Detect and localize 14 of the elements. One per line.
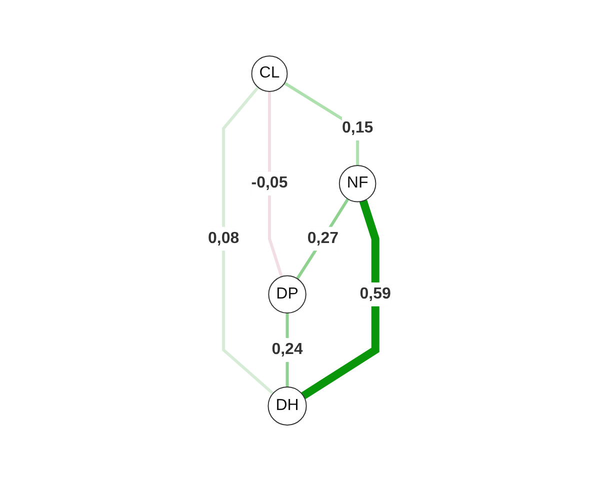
- edge-label: 0,15: [342, 119, 374, 136]
- connector: [296, 198, 350, 280]
- connector: [301, 200, 380, 400]
- node-circle: DH: [268, 386, 307, 426]
- node-circle: DP: [268, 275, 306, 314]
- edge-label: -0,05: [251, 174, 288, 192]
- edge-label: 0,08: [208, 230, 240, 247]
- connector: [222, 86, 274, 395]
- edge-label: 0,59: [360, 285, 391, 302]
- node-circle: CL: [251, 55, 288, 92]
- connector: [268, 91, 284, 278]
- node-circle: NF: [338, 164, 376, 202]
- edge-label: 0,27: [307, 230, 339, 247]
- edge-label: 0,24: [272, 340, 303, 358]
